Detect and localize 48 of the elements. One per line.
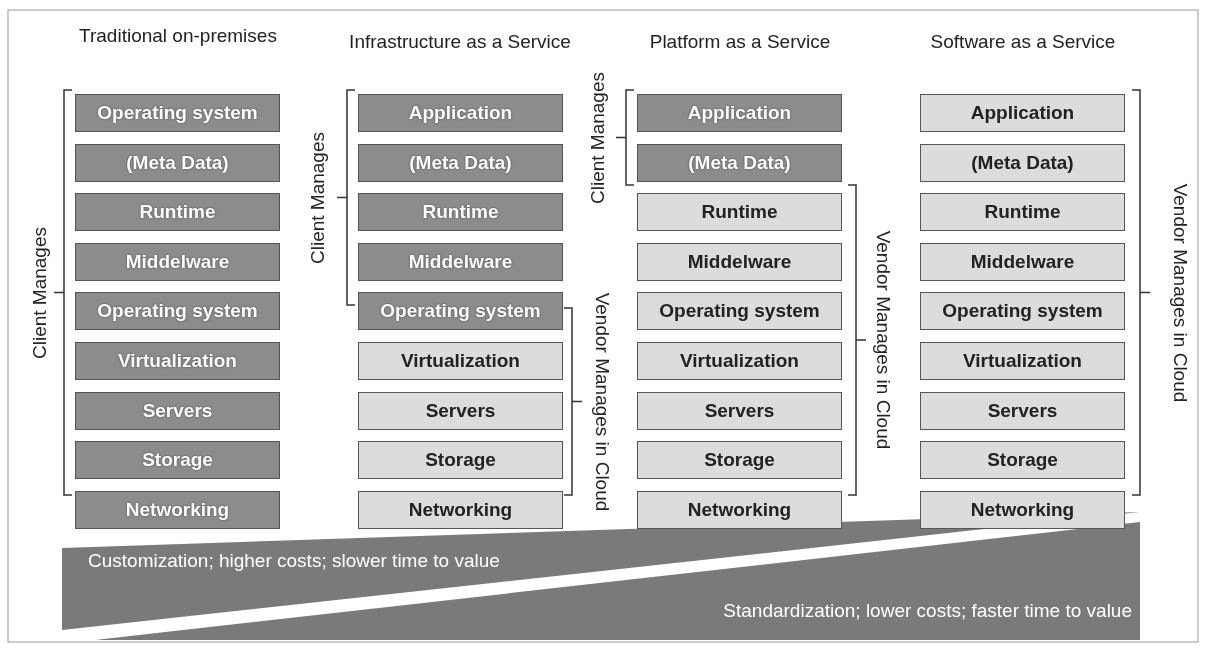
layer-box: (Meta Data) <box>358 143 563 182</box>
layer-box: Runtime <box>637 193 842 232</box>
column-heading: Platform as a Service <box>648 30 832 53</box>
layer-box: Virtualization <box>637 342 842 380</box>
column-heading: Infrastructure as a Service <box>348 30 572 53</box>
layer-box: Storage <box>920 441 1125 480</box>
layer-box: Servers <box>637 391 842 430</box>
layer-box: Middelware <box>75 242 280 281</box>
band-text: Customization; higher costs; slower time to value <box>88 550 500 572</box>
layer-box: Runtime <box>75 193 280 232</box>
column-heading: Traditional on-premises <box>78 24 278 47</box>
layer-box: Middelware <box>920 242 1125 281</box>
column-heading: Software as a Service <box>929 30 1117 53</box>
layer-box: Application <box>637 94 842 132</box>
layer-box: (Meta Data) <box>637 143 842 182</box>
layer-box: Runtime <box>358 193 563 232</box>
layer-box: Operating system <box>75 94 280 132</box>
layer-box: Runtime <box>920 193 1125 232</box>
layer-box: Operating system <box>637 292 842 331</box>
layer-box: Storage <box>637 441 842 480</box>
layer-box: Middelware <box>358 242 563 281</box>
layer-box: Virtualization <box>920 342 1125 380</box>
layer-box: Application <box>920 94 1125 132</box>
layer-box: Networking <box>637 490 842 529</box>
layer-box: (Meta Data) <box>75 143 280 182</box>
layer-box: Servers <box>75 391 280 430</box>
layer-box: Application <box>358 94 563 132</box>
bracket-label: Vendor Manages in Cloud <box>871 230 894 450</box>
layer-box: Storage <box>358 441 563 480</box>
layer-box: Servers <box>920 391 1125 430</box>
layer-box: Storage <box>75 441 280 480</box>
bracket-label: Client Manages <box>29 226 51 359</box>
bracket-label: Vendor Manages in Cloud <box>590 292 613 511</box>
layer-box: Middelware <box>637 242 842 281</box>
layer-box: Networking <box>75 490 280 529</box>
layer-box: Servers <box>358 391 563 430</box>
layer-box: Networking <box>920 490 1125 529</box>
layer-box: Virtualization <box>358 342 563 380</box>
layer-box: Networking <box>358 490 563 529</box>
bracket-label: Client Manages <box>307 131 329 264</box>
layer-box: (Meta Data) <box>920 143 1125 182</box>
layer-box: Operating system <box>920 292 1125 331</box>
layer-box: Operating system <box>358 292 563 331</box>
bracket-label: Vendor Manages in Cloud <box>1168 183 1191 402</box>
band-text: Standardization; lower costs; faster time to value <box>723 600 1132 622</box>
layer-box: Operating system <box>75 292 280 331</box>
bracket-label: Client Manages <box>587 71 609 204</box>
layer-box: Virtualization <box>75 342 280 380</box>
